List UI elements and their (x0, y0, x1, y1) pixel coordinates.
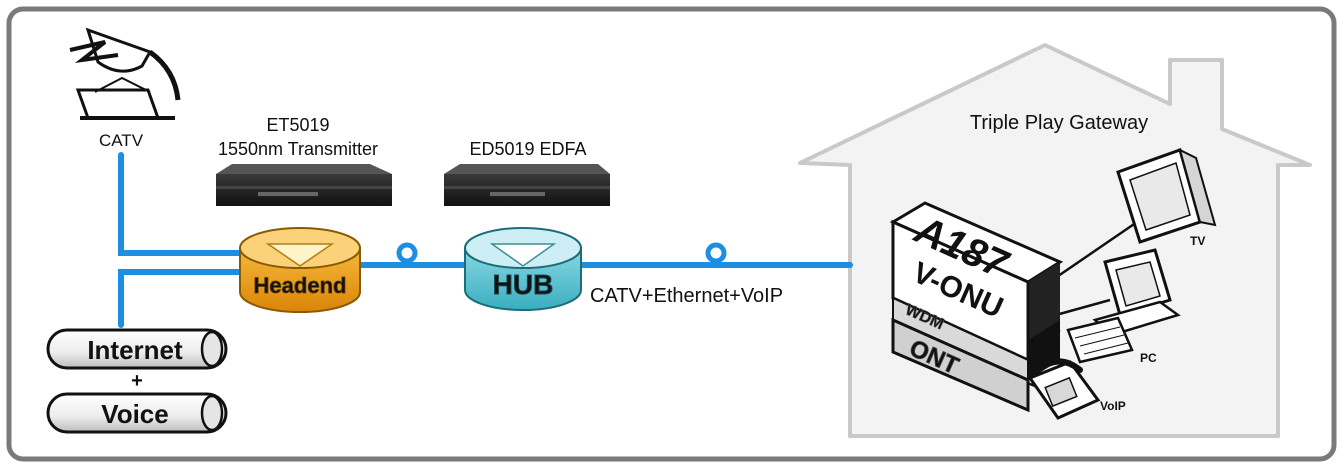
transmitter-model-label: ET5019 (266, 115, 329, 135)
tv-label: TV (1190, 234, 1205, 248)
hub-node: HUB (464, 227, 582, 311)
voice-label: Voice (101, 399, 168, 429)
fiber-splice-markers (396, 242, 727, 264)
catv-label: CATV (99, 131, 144, 150)
voip-label: VoIP (1100, 399, 1126, 413)
hub-label: HUB (493, 269, 554, 300)
satellite-dish-icon (69, 27, 181, 120)
edfa-rack-unit (444, 164, 610, 206)
internet-label: Internet (87, 335, 183, 365)
v-onu-device: A187 V-ONU (889, 201, 1064, 363)
edfa-label: ED5019 EDFA (469, 139, 586, 159)
transmitter-desc-label: 1550nm Transmitter (218, 139, 378, 159)
fiber-lines (118, 152, 853, 328)
link-label: CATV+Ethernet+VoIP (590, 285, 783, 307)
phone-icon (1027, 358, 1101, 420)
tv-icon (1116, 148, 1217, 244)
transmitter-rack-unit (216, 164, 392, 206)
splice-icon (396, 242, 418, 264)
internet-pipe: Internet (46, 328, 228, 370)
headend-label: Headend (254, 273, 347, 298)
house-title: Triple Play Gateway (970, 112, 1148, 134)
voice-pipe: Voice (46, 392, 228, 434)
pc-label: PC (1140, 351, 1157, 365)
pc-icon (1066, 248, 1181, 364)
headend-node: Headend (239, 227, 361, 313)
splice-icon (705, 242, 727, 264)
plus-sign: + (131, 370, 143, 392)
